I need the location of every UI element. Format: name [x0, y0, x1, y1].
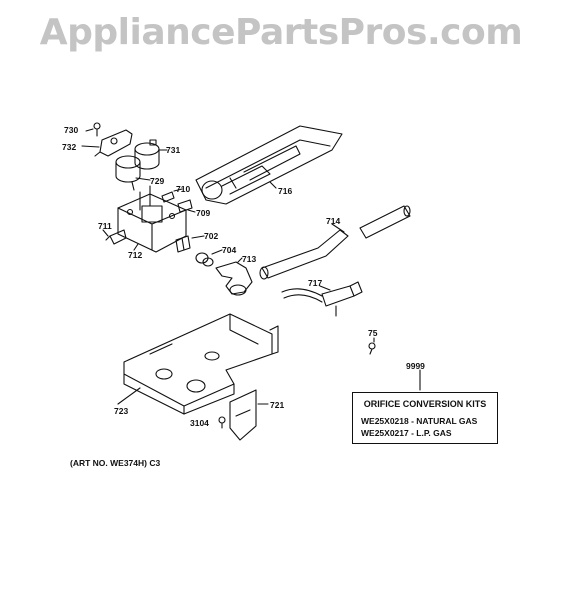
label-729: 729: [150, 176, 164, 186]
fitting-709: [177, 199, 193, 213]
fitting-711: [105, 229, 127, 245]
kit-title: ORIFICE CONVERSION KITS: [363, 399, 487, 409]
bracket-clip-732: [94, 129, 133, 157]
art-number: (ART NO. WE374H) C3: [70, 458, 161, 468]
label-730: 730: [64, 125, 78, 135]
tube-upper: [359, 205, 411, 239]
label-714: 714: [326, 216, 340, 226]
elbow-fitting-713: [215, 261, 253, 296]
coil-729: [115, 155, 141, 191]
label-3104: 3104: [190, 418, 209, 428]
label-732: 732: [62, 142, 76, 152]
label-716: 716: [278, 186, 292, 196]
label-721: 721: [270, 400, 284, 410]
kit-line-lp-gas: WE25X0217 - L.P. GAS: [361, 428, 452, 438]
label-711: 711: [98, 221, 112, 231]
mounting-bracket-723: [123, 313, 279, 415]
label-713: 713: [242, 254, 256, 264]
screw-3104: [218, 416, 226, 429]
label-723: 723: [114, 406, 128, 416]
label-731: 731: [166, 145, 180, 155]
label-709: 709: [196, 208, 210, 218]
fitting-704: [195, 252, 214, 267]
label-75: 75: [368, 328, 378, 338]
label-712: 712: [128, 250, 142, 260]
screw-730: [93, 122, 101, 137]
shield-plate-721: [229, 389, 257, 441]
orifice-kit-box: ORIFICE CONVERSION KITS WE25X0218 - NATU…: [352, 392, 498, 444]
label-710: 710: [176, 184, 190, 194]
burner-716: [195, 125, 343, 205]
label-9999: 9999: [406, 361, 425, 371]
screw-75: [368, 342, 376, 355]
label-717: 717: [308, 278, 322, 288]
gas-valve-712: [117, 185, 187, 253]
tube-714: [259, 229, 349, 280]
label-704: 704: [222, 245, 236, 255]
nut-702: [175, 235, 191, 253]
coil-731: [134, 139, 160, 170]
orifice-710: [161, 191, 175, 203]
pilot-assembly-717: [281, 281, 363, 317]
label-702: 702: [204, 231, 218, 241]
kit-line-natural-gas: WE25X0218 - NATURAL GAS: [361, 416, 478, 426]
watermark: AppliancePartsPros.com: [39, 12, 523, 53]
